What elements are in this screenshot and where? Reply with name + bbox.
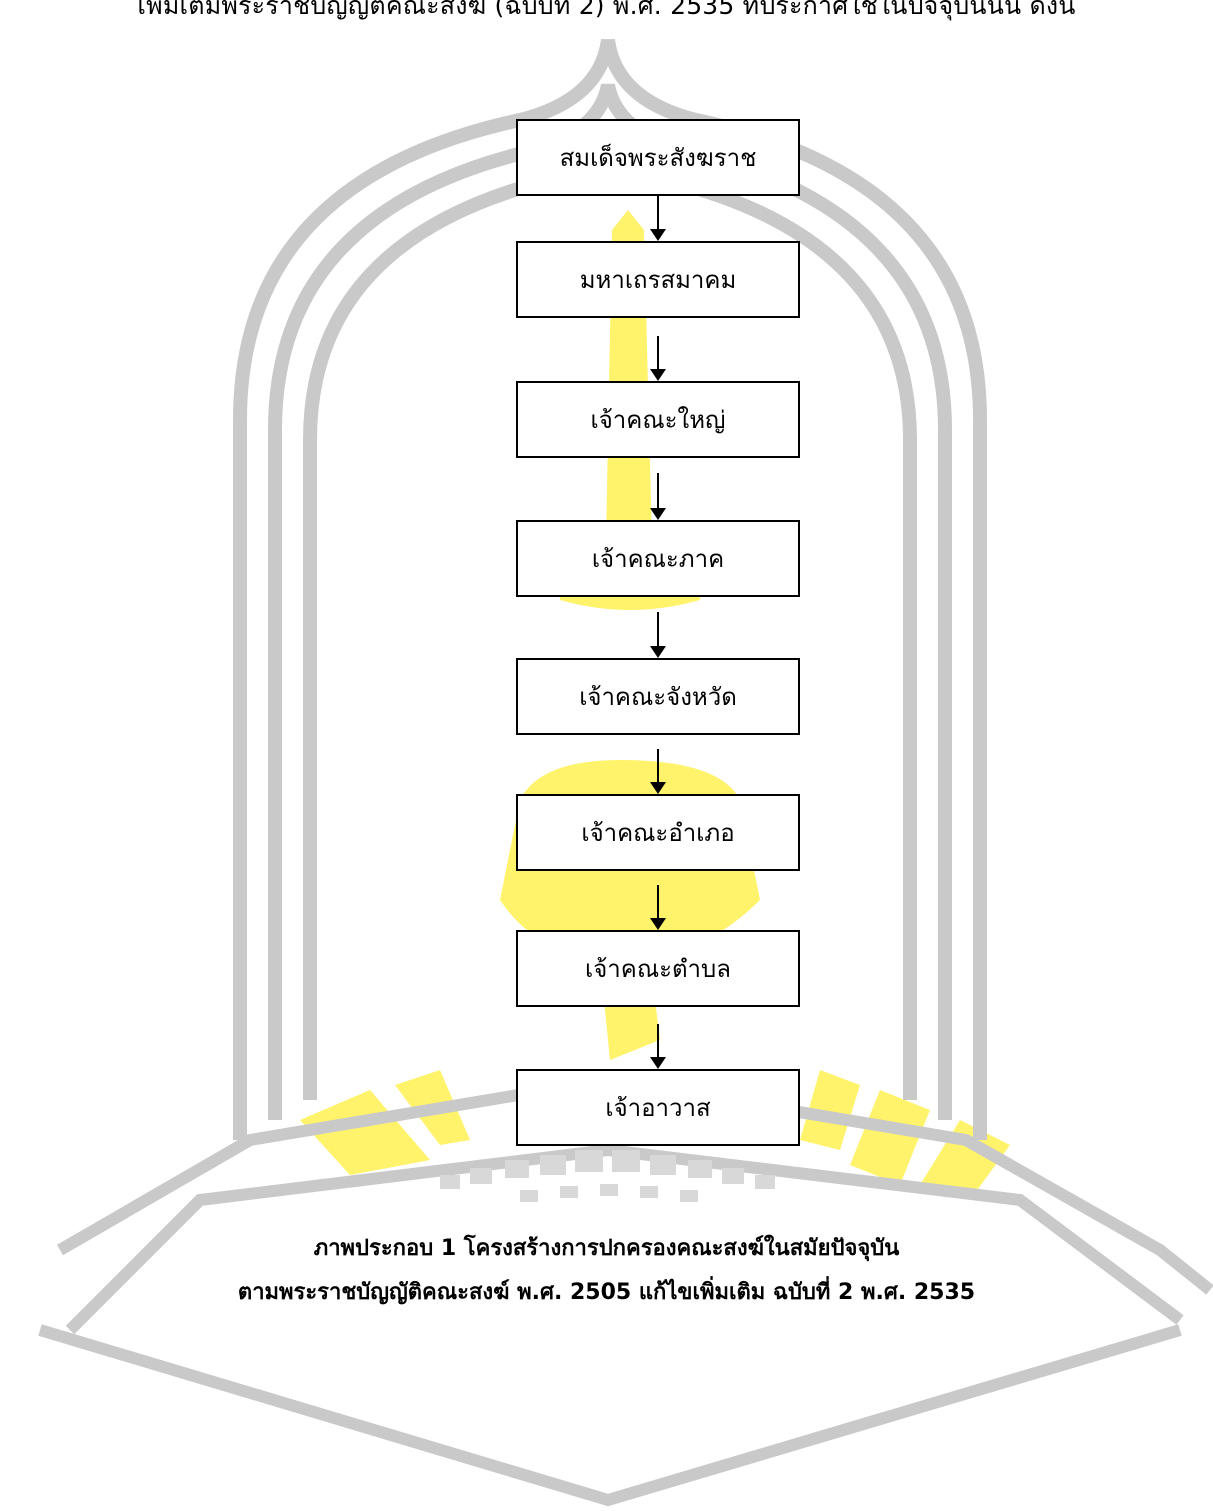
org-box-abbot: เจ้าอาวาส <box>516 1069 800 1146</box>
base-stripes <box>300 1070 1010 1200</box>
figure-caption-line-2: ตามพระราชบัญญัติคณะสงฆ์ พ.ศ. 2505 แก้ไขเ… <box>237 1280 976 1305</box>
org-box-district-head: เจ้าคณะอำเภอ <box>516 794 800 871</box>
arrow-down-icon <box>650 612 666 658</box>
top-text-line: เพิ่มเติมพระราชบัญญัติคณะสงฆ์ (ฉบับที่ 2… <box>0 0 1213 30</box>
arrow-down-icon <box>650 885 666 930</box>
org-box-sangha-supreme-council: มหาเถรสมาคม <box>516 241 800 318</box>
figure-caption-line-1: ภาพประกอบ 1 โครงสร้างการปกครองคณะสงฆ์ในส… <box>313 1236 900 1261</box>
org-box-region-head: เจ้าคณะภาค <box>516 520 800 597</box>
arrow-down-icon <box>650 1024 666 1069</box>
pattern-band <box>440 1150 775 1202</box>
org-box-supreme-patriarch: สมเด็จพระสังฆราช <box>516 119 800 196</box>
arrow-down-icon <box>650 336 666 381</box>
top-text: เพิ่มเติมพระราชบัญญัติคณะสงฆ์ (ฉบับที่ 2… <box>137 0 1076 20</box>
org-box-subdistrict-head: เจ้าคณะตำบล <box>516 930 800 1007</box>
arrow-down-icon <box>650 473 666 520</box>
arrow-down-icon <box>650 749 666 794</box>
org-box-province-head: เจ้าคณะจังหวัด <box>516 658 800 735</box>
arrow-down-icon <box>650 196 666 241</box>
org-box-regional-head: เจ้าคณะใหญ่ <box>516 381 800 458</box>
